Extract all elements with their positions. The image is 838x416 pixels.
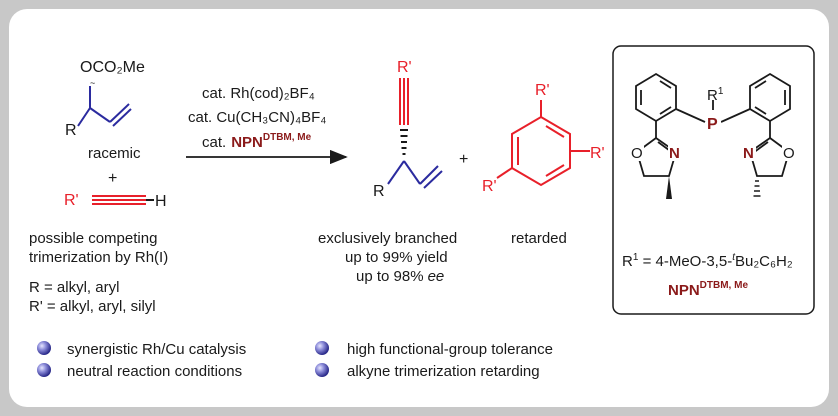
trimer-r-prime-top: R' [535, 82, 550, 99]
trimer-caption: retarded [511, 230, 567, 247]
allyl-carbonate-structure [77, 86, 132, 127]
r1-def-text: = 4-MeO-3,5- [638, 253, 732, 270]
plus-sign-left: + [108, 170, 117, 187]
plus-sign-right: + [459, 151, 468, 168]
bullet-item: neutral reaction conditions [67, 363, 242, 380]
alkyne-r-prime-label: R' [64, 192, 79, 209]
r1-def-t: t [732, 252, 736, 263]
product-triple-bond [399, 78, 409, 125]
ligand-name-sup: DTBM, Me [700, 280, 749, 291]
product-caption-line2: up to 99% yield [345, 249, 448, 266]
ligand-r1-sup: 1 [718, 86, 724, 97]
bullet-icon [37, 363, 51, 377]
product-caption-ee: ee [428, 268, 445, 285]
alkyne-triple-bond [92, 195, 146, 205]
ligand-name: NPNDTBM, Me [668, 280, 748, 299]
bullet-icon [315, 363, 329, 377]
stereo-wavy-mark: ~ [90, 78, 95, 88]
product-stereo-hash-bond [400, 129, 408, 155]
ligand-r1-label: R1 [707, 86, 724, 104]
bullet-item: synergistic Rh/Cu catalysis [67, 341, 246, 358]
trimer-r-prime-left: R' [482, 178, 497, 195]
product-caption-line1: exclusively branched [318, 230, 457, 247]
bullet-icon [37, 341, 51, 355]
condition-ligand-sup: DTBM, Me [263, 132, 312, 143]
bullet-icon [315, 341, 329, 355]
bullet-item: high functional-group tolerance [347, 341, 553, 358]
r1-def-tail: Bu₂C₆H₂ [735, 253, 793, 270]
ligand-r1-definition: R1 = 4-MeO-3,5-tBu₂C₆H₂ [622, 252, 793, 270]
trimer-benzene-ring [496, 100, 590, 187]
product-r-label: R [373, 183, 385, 200]
condition-ligand-prefix: cat. [202, 134, 226, 151]
product-caption-line3: up to 98%ee [356, 268, 444, 285]
product-r-prime-label: R' [397, 59, 412, 76]
bullet-item: alkyne trimerization retarding [347, 363, 540, 380]
ligand-n-left: N [669, 145, 680, 162]
n-left-backing [668, 144, 682, 161]
condition-cu-catalyst: cat. Cu(CH₃CN)₄BF₄ [188, 109, 326, 126]
condition-ligand: cat. NPNDTBM, Me [202, 132, 312, 151]
r-prime-definition: R' = alkyl, aryl, silyl [29, 298, 156, 315]
ligand-o-right: O [783, 145, 795, 162]
competing-note-line2: trimerization by Rh(I) [29, 249, 168, 266]
allyl-r-label: R [65, 122, 77, 139]
competing-note-line1: possible competing [29, 230, 157, 247]
trimer-r-prime-right: R' [590, 145, 605, 162]
ligand-hash-methyl [753, 180, 761, 197]
o-right-backing [782, 144, 796, 161]
r-definition: R = alkyl, aryl [29, 279, 119, 296]
ligand-p-atom: P [707, 116, 718, 133]
ligand-n-right: N [743, 145, 754, 162]
r1-def-letter: R [622, 253, 633, 270]
alkyne-h-label: H [155, 193, 167, 210]
r1-def-sup: 1 [633, 252, 639, 263]
p-atom-backing [706, 114, 721, 131]
racemic-label: racemic [88, 145, 141, 162]
ligand-wedge-methyl [666, 176, 672, 199]
ligand-o-left: O [631, 145, 643, 162]
o-left-backing [630, 144, 644, 161]
condition-rh-catalyst: cat. Rh(cod)₂BF₄ [202, 85, 315, 102]
condition-ligand-name: NPN [231, 134, 263, 151]
ligand-name-main: NPN [668, 282, 700, 299]
ligand-r1-letter: R [707, 87, 718, 104]
product-caption-ee-value: up to 98% [356, 268, 424, 285]
n-right-backing [742, 144, 756, 161]
product-backbone [387, 160, 443, 189]
carbonate-group-label: OCO₂Me [80, 59, 145, 76]
